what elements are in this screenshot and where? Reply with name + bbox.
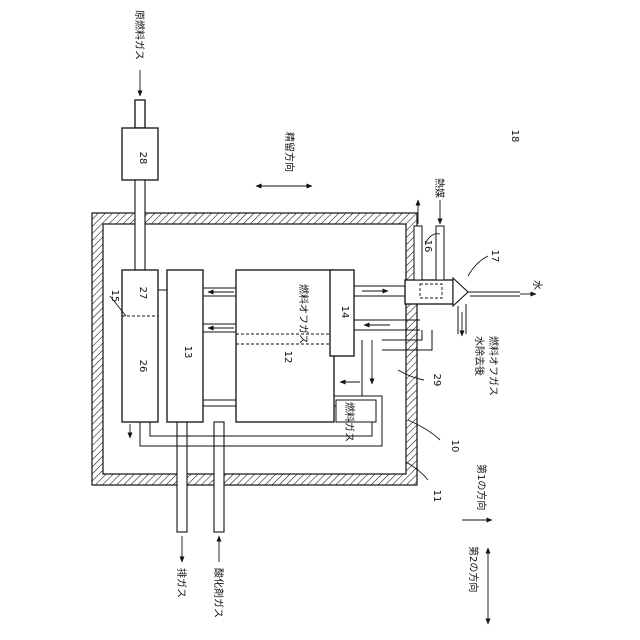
- ref-12: 12: [282, 351, 293, 364]
- ref-14: 14: [339, 306, 350, 319]
- label-first-direction: 第1の方向: [475, 464, 488, 510]
- ref-29: 29: [431, 374, 442, 387]
- label-heat-medium: 熱媒: [433, 178, 446, 198]
- condenser-assembly: [405, 200, 536, 336]
- fuel-cell-stack: [236, 270, 334, 422]
- ref-27: 27: [137, 287, 148, 300]
- label-second-direction: 第2の方向: [467, 546, 480, 592]
- label-rectification-direction: 精留方向: [283, 132, 296, 172]
- fuel-gas-box: [336, 400, 376, 422]
- label-water: 水: [531, 280, 543, 290]
- label-exhaust-gas: 排ガス: [175, 568, 188, 598]
- label-raw-fuel-gas: 原燃料ガス: [133, 10, 146, 60]
- ref-10: 10: [449, 440, 460, 453]
- label-water-removed-2: 燃料オフガス: [487, 336, 500, 396]
- label-oxidant-gas: 酸化剤ガス: [212, 568, 225, 618]
- label-fuel-gas: 燃料ガス: [343, 402, 356, 442]
- ref-26: 26: [137, 360, 148, 373]
- ref-11: 11: [431, 490, 442, 503]
- ref-16: 16: [422, 240, 433, 253]
- ref-13: 13: [182, 346, 193, 359]
- label-fuel-offgas: 燃料オフガス: [297, 284, 310, 344]
- ref-17: 17: [489, 250, 500, 263]
- ref-18: 18: [509, 130, 520, 143]
- ref-28: 28: [137, 152, 148, 165]
- ref-15: 15: [109, 290, 120, 303]
- label-water-removed-1: 水除去後: [473, 336, 486, 376]
